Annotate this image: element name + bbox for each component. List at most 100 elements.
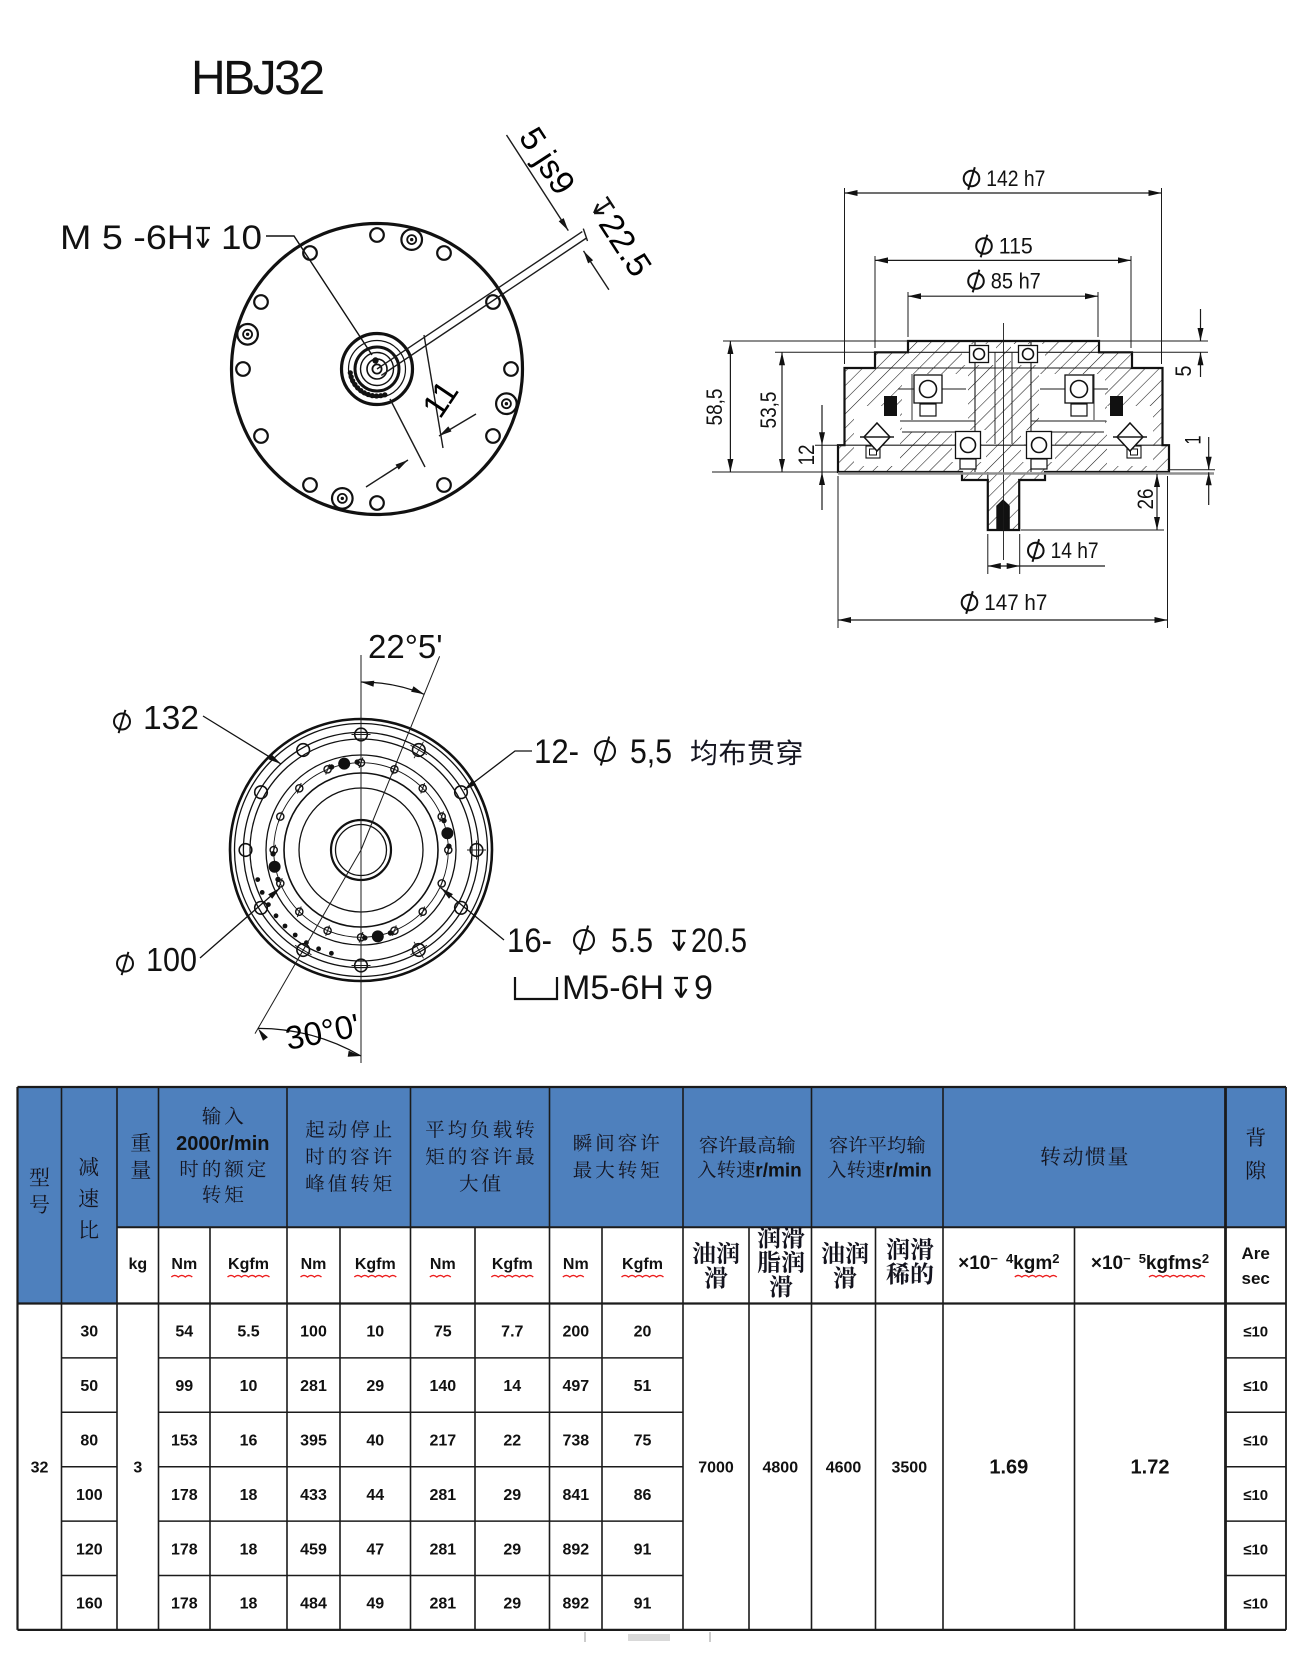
- svg-text:1.69: 1.69: [989, 1457, 1028, 1479]
- svg-text:459: 459: [300, 1541, 327, 1558]
- svg-text:≤10: ≤10: [1243, 1433, 1268, 1450]
- svg-text:497: 497: [562, 1378, 589, 1395]
- svg-text:14 h7: 14 h7: [1051, 538, 1099, 563]
- svg-text:≤10: ≤10: [1243, 1596, 1268, 1613]
- svg-text:75: 75: [634, 1433, 652, 1450]
- svg-text:Kgfm: Kgfm: [622, 1256, 663, 1273]
- svg-text:115: 115: [999, 234, 1033, 259]
- svg-text:16: 16: [240, 1433, 258, 1450]
- svg-text:91: 91: [634, 1541, 652, 1558]
- svg-text:×10−4kgm2: ×10−4kgm2: [958, 1251, 1059, 1274]
- svg-text:22°5': 22°5': [368, 628, 443, 665]
- svg-text:892: 892: [562, 1541, 589, 1558]
- svg-text:20.5: 20.5: [691, 922, 747, 960]
- svg-text:142 h7: 142 h7: [986, 166, 1045, 191]
- svg-text:Are: Are: [1242, 1244, 1270, 1263]
- svg-text:9: 9: [694, 969, 713, 1007]
- svg-text:147 h7: 147 h7: [984, 590, 1047, 615]
- svg-text:kg: kg: [128, 1256, 147, 1273]
- svg-text:10: 10: [366, 1324, 384, 1341]
- svg-text:29: 29: [503, 1541, 521, 1558]
- svg-text:1: 1: [1181, 436, 1206, 445]
- svg-text:≤10: ≤10: [1243, 1378, 1268, 1395]
- svg-text:484: 484: [300, 1596, 327, 1613]
- svg-text:22: 22: [503, 1433, 521, 1450]
- svg-text:892: 892: [562, 1596, 589, 1613]
- svg-text:Nm: Nm: [171, 1256, 197, 1273]
- svg-text:5,5: 5,5: [630, 733, 672, 771]
- svg-text:86: 86: [634, 1487, 652, 1504]
- svg-text:53,5: 53,5: [756, 392, 781, 429]
- svg-text:2000r/min: 2000r/min: [176, 1133, 269, 1155]
- svg-text:29: 29: [503, 1596, 521, 1613]
- svg-text:281: 281: [429, 1541, 456, 1558]
- svg-text:Nm: Nm: [563, 1256, 589, 1273]
- svg-text:4800: 4800: [763, 1460, 799, 1477]
- svg-text:132: 132: [143, 699, 199, 736]
- svg-text:sec: sec: [1242, 1269, 1270, 1288]
- svg-text:100: 100: [76, 1487, 103, 1504]
- svg-text:12-: 12-: [534, 733, 579, 771]
- svg-text:r/min: r/min: [885, 1161, 931, 1182]
- svg-text:738: 738: [562, 1433, 589, 1450]
- svg-text:841: 841: [562, 1487, 589, 1504]
- svg-text:30: 30: [80, 1324, 98, 1341]
- svg-text:49: 49: [366, 1596, 384, 1613]
- svg-text:80: 80: [80, 1433, 98, 1450]
- svg-text:32: 32: [31, 1460, 49, 1477]
- svg-text:395: 395: [300, 1433, 327, 1450]
- svg-text:85 h7: 85 h7: [991, 269, 1041, 294]
- svg-text:Nm: Nm: [430, 1256, 456, 1273]
- svg-text:r/min: r/min: [755, 1161, 801, 1182]
- svg-text:178: 178: [171, 1596, 198, 1613]
- svg-text:≤10: ≤10: [1243, 1324, 1268, 1341]
- svg-text:10: 10: [221, 219, 262, 257]
- svg-text:M 5 -6H: M 5 -6H: [60, 219, 194, 257]
- svg-text:178: 178: [171, 1541, 198, 1558]
- svg-text:3: 3: [133, 1460, 142, 1477]
- svg-text:50: 50: [80, 1378, 98, 1395]
- svg-text:HBJ32: HBJ32: [191, 52, 323, 105]
- svg-text:51: 51: [634, 1378, 652, 1395]
- svg-text:5.5: 5.5: [237, 1324, 259, 1341]
- svg-text:153: 153: [171, 1433, 198, 1450]
- svg-text:75: 75: [434, 1324, 452, 1341]
- svg-text:40: 40: [366, 1433, 384, 1450]
- svg-text:99: 99: [175, 1378, 193, 1395]
- svg-text:29: 29: [366, 1378, 384, 1395]
- svg-text:54: 54: [175, 1324, 193, 1341]
- svg-text:16-: 16-: [507, 922, 552, 960]
- svg-text:58,5: 58,5: [702, 389, 727, 426]
- svg-text:7.7: 7.7: [501, 1324, 523, 1341]
- svg-text:47: 47: [366, 1541, 384, 1558]
- svg-text:178: 178: [171, 1487, 198, 1504]
- svg-text:200: 200: [562, 1324, 589, 1341]
- svg-text:29: 29: [503, 1487, 521, 1504]
- svg-text:Kgfm: Kgfm: [228, 1256, 269, 1273]
- svg-text:217: 217: [429, 1433, 456, 1450]
- svg-text:44: 44: [366, 1487, 384, 1504]
- svg-text:Kgfm: Kgfm: [492, 1256, 533, 1273]
- svg-text:281: 281: [429, 1487, 456, 1504]
- svg-text:91: 91: [634, 1596, 652, 1613]
- svg-text:18: 18: [240, 1487, 258, 1504]
- svg-text:433: 433: [300, 1487, 327, 1504]
- svg-text:18: 18: [240, 1541, 258, 1558]
- svg-text:1.72: 1.72: [1131, 1457, 1170, 1479]
- svg-text:12: 12: [794, 445, 819, 466]
- svg-text:281: 281: [300, 1378, 327, 1395]
- svg-text:120: 120: [76, 1541, 103, 1558]
- svg-text:4600: 4600: [826, 1460, 862, 1477]
- svg-text:5: 5: [1171, 366, 1196, 377]
- svg-text:160: 160: [76, 1596, 103, 1613]
- svg-text:M5-6H: M5-6H: [562, 969, 664, 1007]
- svg-text:Kgfm: Kgfm: [355, 1256, 396, 1273]
- svg-text:100: 100: [300, 1324, 327, 1341]
- svg-text:20: 20: [634, 1324, 652, 1341]
- svg-text:Nm: Nm: [301, 1256, 327, 1273]
- svg-text:18: 18: [240, 1596, 258, 1613]
- svg-text:100: 100: [146, 941, 197, 978]
- svg-text:5.5: 5.5: [611, 922, 653, 960]
- svg-text:≤10: ≤10: [1243, 1487, 1268, 1504]
- svg-text:14: 14: [503, 1378, 521, 1395]
